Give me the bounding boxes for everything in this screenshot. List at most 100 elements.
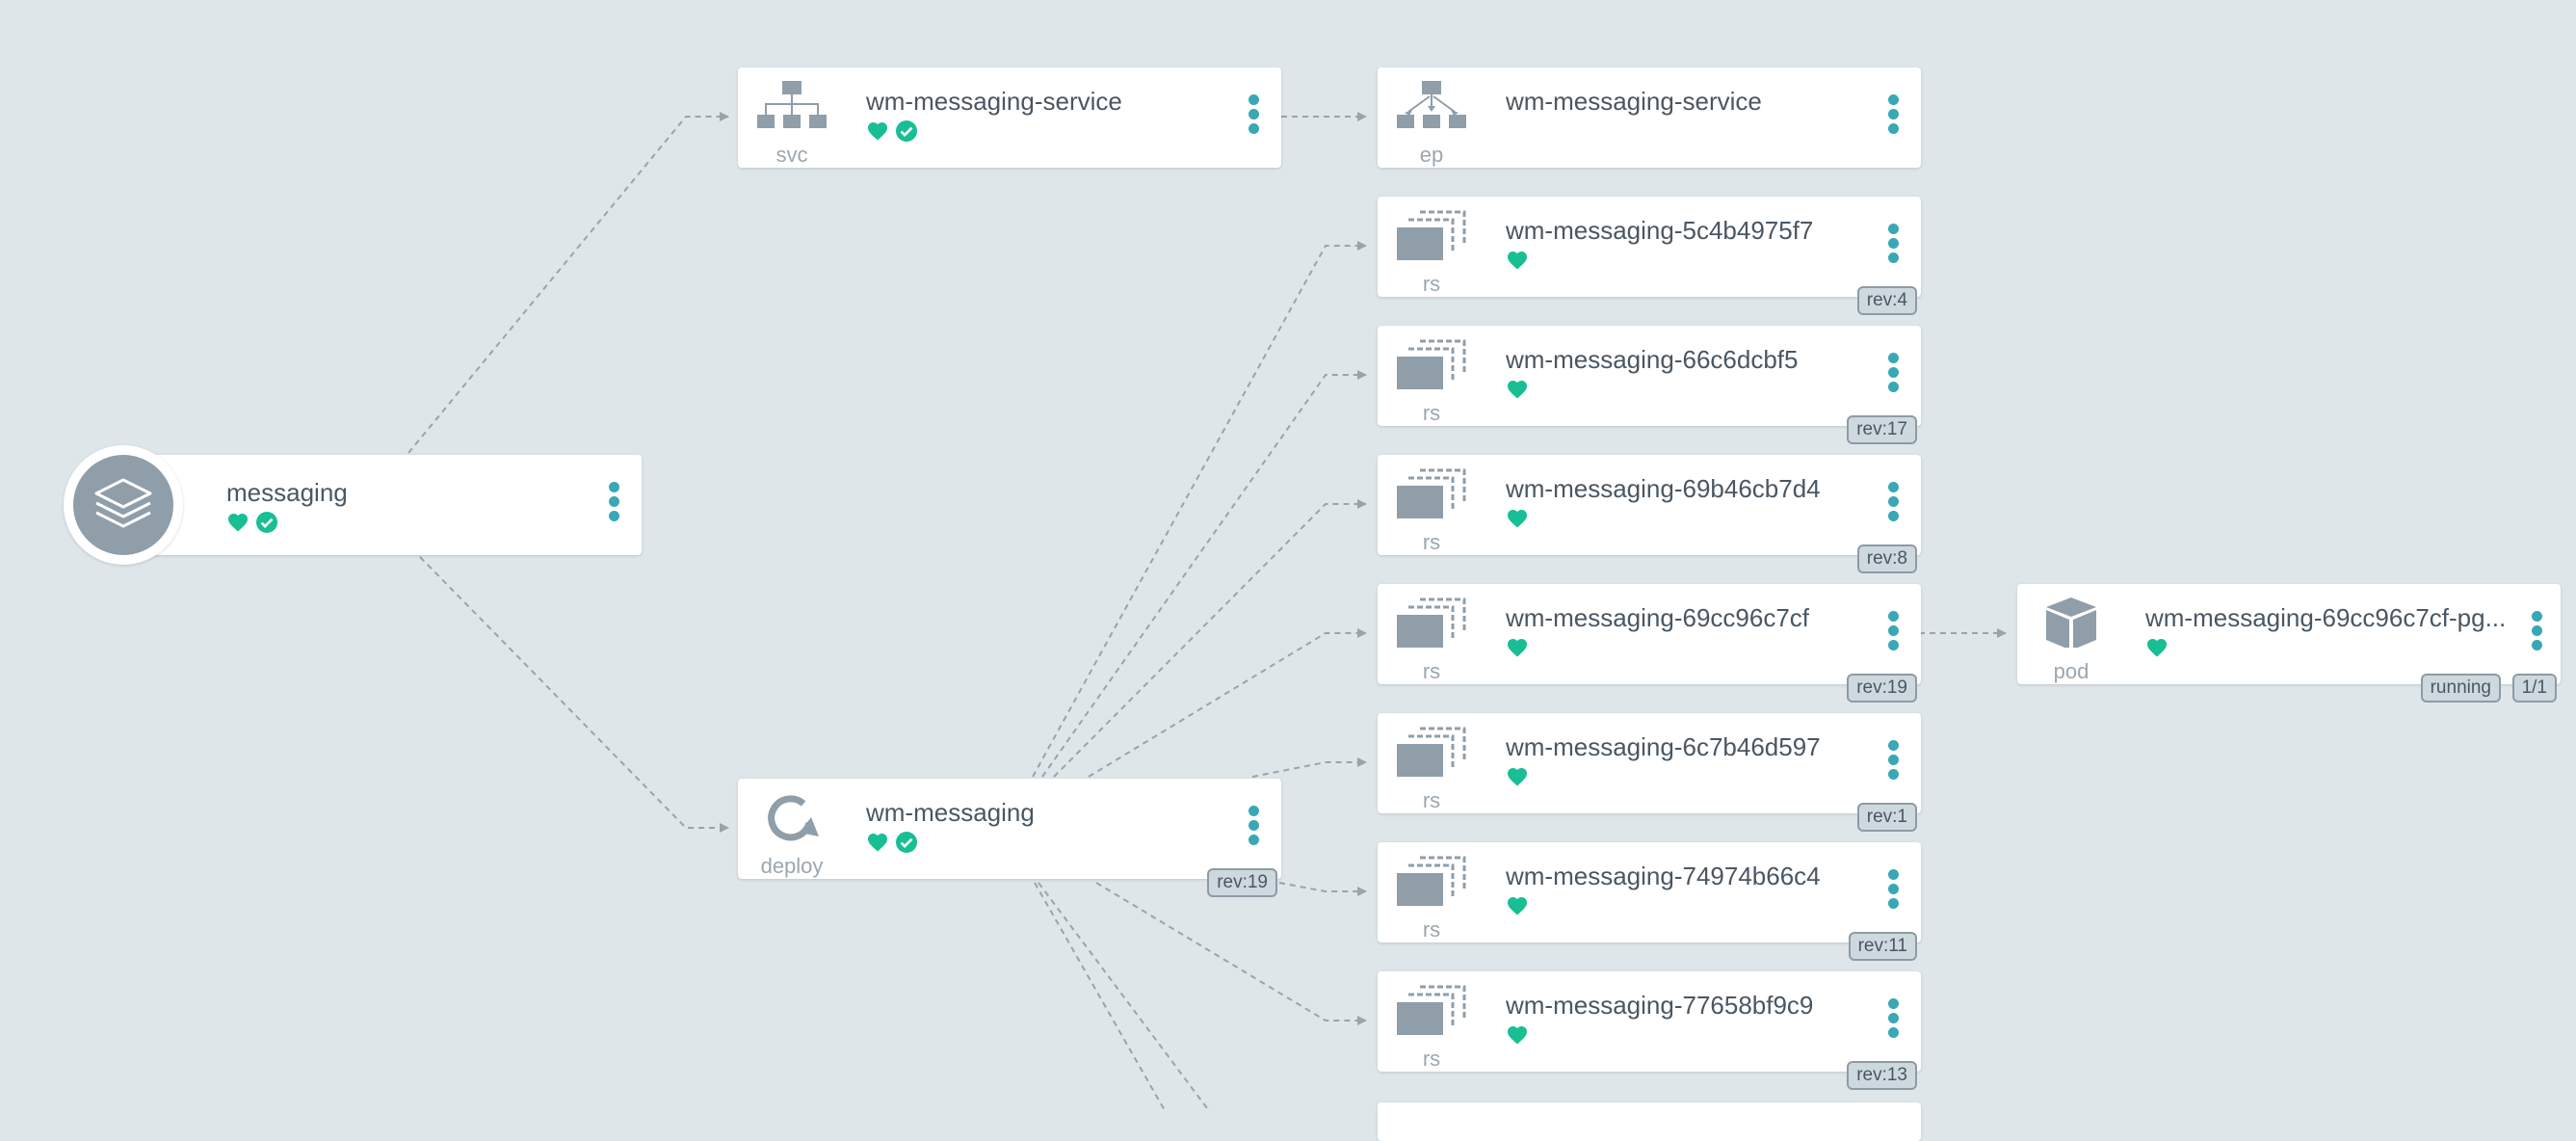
replicaset-icon xyxy=(1397,597,1466,648)
heart-icon xyxy=(1508,381,1527,399)
replicaset-kind-label: rs xyxy=(1422,530,1441,554)
deploy-kind-label: deploy xyxy=(760,854,824,878)
edge-app-to-deploy xyxy=(419,556,729,833)
replicaset-revision-badge: rev:11 xyxy=(1848,932,1917,961)
edge-deploy-to-rs7 xyxy=(1095,882,1367,1025)
replicaset-kind-label: rs xyxy=(1422,1047,1441,1071)
replicaset-title: wm-messaging-6c7b46d597 xyxy=(1506,732,1821,761)
replicaset-status xyxy=(1506,892,1529,919)
ep-node[interactable]: ep wm-messaging-service xyxy=(1378,67,1921,168)
ep-title: wm-messaging-service xyxy=(1506,87,1762,116)
replicaset-title: wm-messaging-5c4b4975f7 xyxy=(1506,216,1814,245)
replicaset-title: wm-messaging-69b46cb7d4 xyxy=(1506,474,1821,503)
deploy-status xyxy=(866,829,918,856)
edge-deploy-to-rs4 xyxy=(1088,628,1367,778)
heart-icon xyxy=(1508,510,1527,528)
replicaset-menu-button[interactable] xyxy=(1888,353,1900,395)
pod-menu-button[interactable] xyxy=(2532,611,2543,653)
pod-status-badge: running xyxy=(2420,674,2501,703)
replicaset-menu-button[interactable] xyxy=(1888,611,1900,653)
replicaset-node-partial[interactable] xyxy=(1378,1102,1921,1141)
replicaset-node[interactable]: rs wm-messaging-69b46cb7d4 rev:8 xyxy=(1378,455,1921,573)
svc-status xyxy=(866,118,918,145)
heart-icon xyxy=(1508,897,1527,915)
replicaset-revision-badge: rev:4 xyxy=(1856,286,1917,315)
pod-node[interactable]: pod wm-messaging-69cc96c7cf-pg... runnin… xyxy=(2017,584,2561,703)
replicaset-revision-badge: rev:8 xyxy=(1856,544,1917,573)
edge-deploy-to-rs1 xyxy=(1032,241,1367,778)
replicaset-status xyxy=(1506,634,1529,661)
deploy-node[interactable]: deploy wm-messaging rev:19 xyxy=(738,779,1281,897)
pod-ready-badge: 1/1 xyxy=(2511,674,2557,703)
ep-menu-button[interactable] xyxy=(1888,94,1900,137)
svc-kind-label: svc xyxy=(775,143,808,167)
edge-app-to-svc xyxy=(407,112,729,454)
graph-edges xyxy=(407,112,2007,1112)
deploy-title: wm-messaging xyxy=(866,798,1035,827)
replicaset-menu-button[interactable] xyxy=(1888,482,1900,524)
replicaset-title: wm-messaging-69cc96c7cf xyxy=(1506,603,1810,632)
heart-icon xyxy=(228,514,248,532)
replicaset-kind-label: rs xyxy=(1422,788,1441,812)
svc-node[interactable]: svc wm-messaging-service xyxy=(738,67,1281,168)
app-title: messaging xyxy=(226,478,348,507)
app-status xyxy=(226,509,278,536)
edge-deploy-to-rs6 xyxy=(1278,882,1367,896)
replicaset-title: wm-messaging-77658bf9c9 xyxy=(1506,991,1814,1020)
replicaset-revision-badge: rev:19 xyxy=(1847,674,1917,703)
edge-deploy-to-rs9 xyxy=(1034,882,1167,1112)
check-circle-icon xyxy=(256,512,277,533)
replicaset-icon xyxy=(1397,210,1466,260)
edge-deploy-to-rs5 xyxy=(1251,757,1367,778)
replicaset-node[interactable]: rs wm-messaging-6c7b46d597 rev:1 xyxy=(1378,713,1921,832)
svc-menu-button[interactable] xyxy=(1249,94,1260,137)
replicaset-revision-badge: rev:13 xyxy=(1847,1061,1917,1090)
edge-deploy-to-rs8 xyxy=(1038,882,1211,1112)
deploy-menu-button[interactable] xyxy=(1249,806,1260,848)
heart-icon xyxy=(868,122,887,141)
replicaset-kind-label: rs xyxy=(1422,659,1441,683)
app-node[interactable]: messaging xyxy=(145,455,642,555)
replicaset-icon xyxy=(1397,856,1466,906)
svc-title: wm-messaging-service xyxy=(866,87,1122,116)
replicaset-node[interactable]: rs wm-messaging-5c4b4975f7 rev:4 xyxy=(1378,197,1921,315)
check-circle-icon xyxy=(896,832,917,853)
heart-icon xyxy=(1508,1026,1527,1045)
replicaset-revision-badge: rev:1 xyxy=(1856,803,1917,832)
replicaset-menu-button[interactable] xyxy=(1888,224,1900,266)
replicaset-icon xyxy=(1397,468,1466,518)
pod-kind-label: pod xyxy=(2053,659,2090,683)
replicaset-kind-label: rs xyxy=(1422,272,1441,296)
app-avatar xyxy=(64,445,183,565)
endpoints-icon xyxy=(1397,81,1466,128)
replicaset-revision-badge: rev:17 xyxy=(1847,415,1917,444)
heart-icon xyxy=(1508,639,1527,657)
edge-deploy-to-rs2 xyxy=(1041,370,1367,778)
replicaset-icon xyxy=(1397,339,1466,389)
heart-icon xyxy=(1508,252,1527,270)
replicaset-node[interactable]: rs wm-messaging-69cc96c7cf rev:19 xyxy=(1378,584,1921,703)
replicaset-title: wm-messaging-66c6dcbf5 xyxy=(1506,345,1799,374)
edge-deploy-to-rs3 xyxy=(1053,499,1367,778)
replicaset-kind-label: rs xyxy=(1422,401,1441,425)
cube-icon xyxy=(2046,597,2096,650)
deploy-revision-badge: rev:19 xyxy=(1207,868,1277,897)
heart-icon xyxy=(868,834,887,852)
pod-status xyxy=(2145,634,2169,661)
replicaset-status xyxy=(1506,376,1529,403)
replicaset-icon xyxy=(1397,985,1466,1035)
layers-icon xyxy=(94,478,152,528)
replicaset-icon xyxy=(1397,727,1466,777)
heart-icon xyxy=(1508,768,1527,786)
replicaset-status xyxy=(1506,1022,1529,1048)
refresh-icon xyxy=(768,795,819,841)
replicaset-menu-button[interactable] xyxy=(1888,869,1900,912)
replicaset-kind-label: rs xyxy=(1422,917,1441,942)
replicaset-node[interactable]: rs wm-messaging-66c6dcbf5 rev:17 xyxy=(1378,326,1921,444)
replicaset-node[interactable]: rs wm-messaging-77658bf9c9 rev:13 xyxy=(1378,971,1921,1090)
replicaset-menu-button[interactable] xyxy=(1888,998,1900,1041)
app-menu-button[interactable] xyxy=(609,482,620,524)
replicaset-menu-button[interactable] xyxy=(1888,740,1900,783)
replicaset-status xyxy=(1506,763,1529,790)
